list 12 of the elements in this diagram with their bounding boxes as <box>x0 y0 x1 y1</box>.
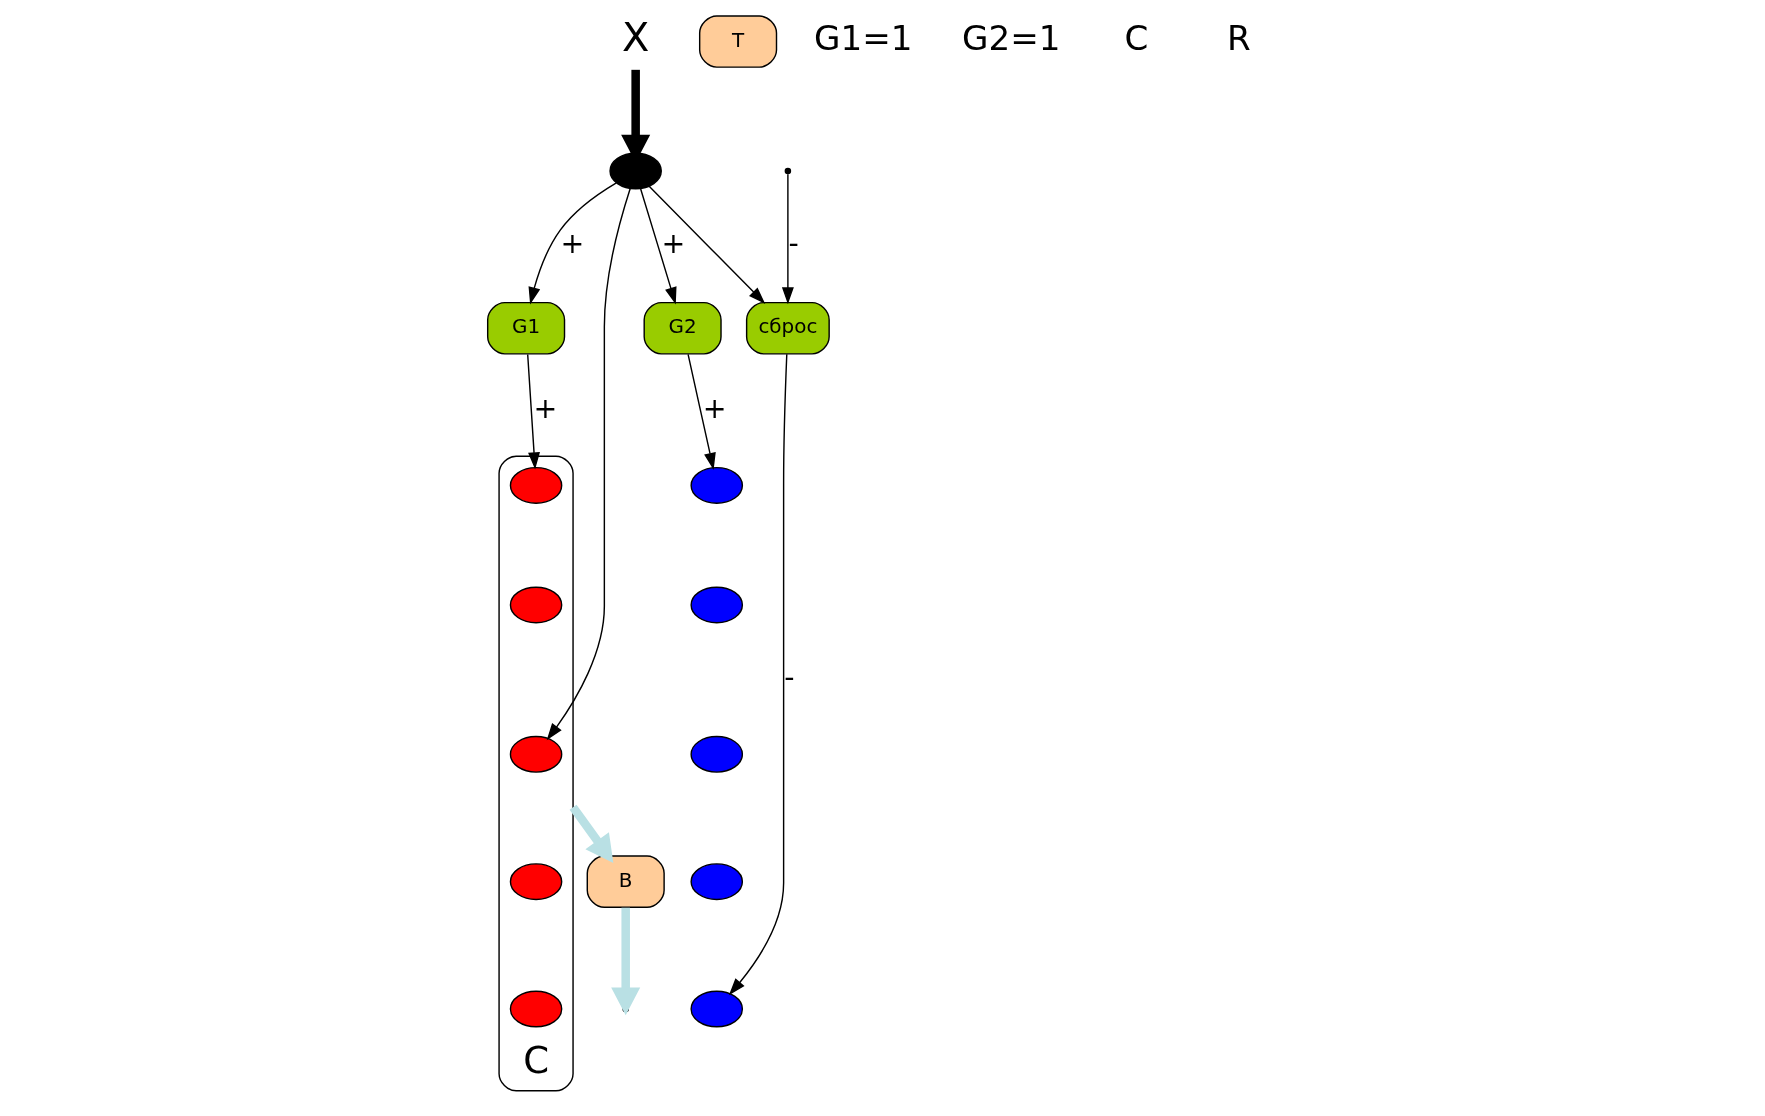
label: G1=1 <box>814 18 913 59</box>
edge-label: + <box>702 391 727 425</box>
node-label: C <box>523 1039 549 1083</box>
edge-label: + <box>533 391 558 425</box>
node-text: X <box>622 14 650 61</box>
label: G2=1 <box>962 18 1061 59</box>
label: C <box>1124 18 1149 59</box>
edge-label: + <box>560 226 585 260</box>
edge-label: + <box>661 226 686 260</box>
label: R <box>1227 18 1251 59</box>
edge-label: - <box>788 226 799 260</box>
edge-label: - <box>784 660 795 694</box>
